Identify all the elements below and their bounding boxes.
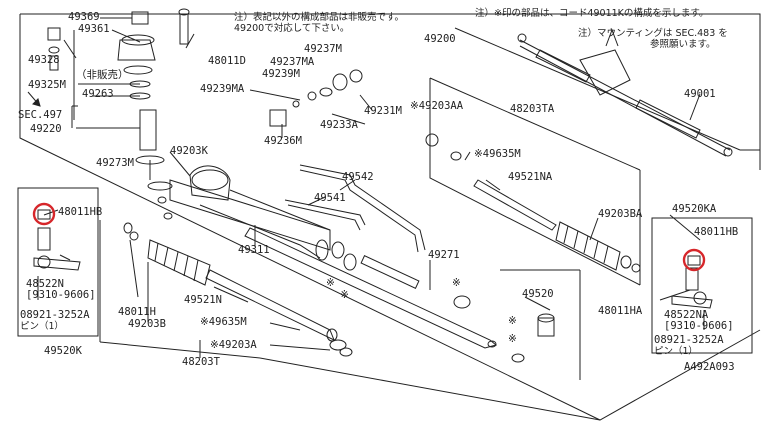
left-boot (147, 239, 211, 286)
label-pin-right: ピン（1） (654, 346, 698, 357)
rack-bar (244, 227, 498, 349)
label-pin-left: ピン（1） (20, 321, 64, 332)
part-label-48011hb-right[interactable]: 48011HB (694, 226, 739, 238)
rack-housing (169, 165, 331, 261)
part-label-49237m[interactable]: 49237M (304, 43, 342, 55)
part-label-49521n[interactable]: 49521N (184, 294, 222, 306)
main-assembly-frame (19, 14, 761, 421)
part-label-49361[interactable]: 49361 (78, 23, 110, 35)
highlight-circles (32, 202, 706, 272)
part-label-49328[interactable]: 49328 (28, 54, 60, 66)
part-label-49203a[interactable]: ※49203A (210, 339, 257, 351)
part-label-48522na[interactable]: 48522NA (664, 309, 709, 321)
tie-rod-frame-right (429, 78, 641, 286)
right-tie-rod-end (671, 267, 713, 330)
section-link-497[interactable]: SEC.497 (18, 109, 63, 121)
part-label-49541[interactable]: 49541 (314, 192, 346, 204)
part-label-48011ha[interactable]: 48011HA (598, 305, 643, 317)
part-label-49263[interactable]: 49263 (82, 88, 114, 100)
left-nut-highlight (32, 202, 56, 226)
label-hihanbai: （非販売） (76, 69, 129, 81)
part-label-49635m-right[interactable]: ※49635M (474, 148, 521, 160)
part-label-49239m[interactable]: 49239M (262, 68, 300, 80)
part-label-49200[interactable]: 49200 (424, 33, 456, 45)
left-tie-rod-box (17, 187, 99, 337)
part-label-49237ma[interactable]: 49237MA (270, 56, 315, 68)
diagram-id: A492A093 (684, 361, 735, 373)
part-label-49001[interactable]: 49001 (684, 88, 716, 100)
part-label-49233a[interactable]: 49233A (320, 119, 358, 131)
asterisk-marker: ※ (326, 277, 335, 289)
part-label-49203k[interactable]: 49203K (170, 145, 208, 157)
part-label-48011hb-left[interactable]: 48011HB (58, 206, 103, 218)
note-mounting-line1: 注）マウンティングは SEC.483 を (578, 28, 728, 39)
note-asterisk: 注）※印の部品は、コード49011Kの構成を示します。 (475, 8, 709, 19)
left-tie-rod-end (33, 227, 81, 300)
hydraulic-lines (284, 164, 426, 253)
part-label-49203b[interactable]: 49203B (128, 318, 166, 330)
part-label-48203t[interactable]: 48203T (182, 356, 220, 368)
part-label-49635m-left[interactable]: ※49635M (200, 316, 247, 328)
right-nut-highlight (682, 248, 706, 272)
label-date-right: [9310-9606] (664, 320, 734, 332)
part-label-48522n[interactable]: 48522N (26, 278, 64, 290)
part-label-49236m[interactable]: 49236M (264, 135, 302, 147)
part-label-49203ba[interactable]: 49203BA (598, 208, 643, 220)
note-mounting-line2: 参照願います。 (650, 39, 716, 50)
part-label-49273m[interactable]: 49273M (96, 157, 134, 169)
left-inner-tie-rod (123, 222, 353, 357)
part-label-49521na[interactable]: 49521NA (508, 171, 553, 183)
complete-rack-assembly (517, 28, 733, 157)
asterisk-marker: ※ (452, 277, 461, 289)
part-label-49520[interactable]: 49520 (522, 288, 554, 300)
part-label-49520k[interactable]: 49520K (44, 345, 82, 357)
seal-parts (269, 69, 363, 127)
part-label-48203ta[interactable]: 48203TA (510, 103, 555, 115)
part-label-49369[interactable]: 49369 (68, 11, 100, 23)
right-tie-rod-box (651, 217, 753, 354)
part-label-48011d[interactable]: 48011D (208, 55, 246, 67)
asterisk-marker: ※ (340, 289, 349, 301)
part-label-49311[interactable]: 49311 (238, 244, 270, 256)
gear-box-frame (455, 13, 761, 170)
asterisk-marker: ※ (508, 333, 517, 345)
part-label-49520ka[interactable]: 49520KA (672, 203, 717, 215)
note-non-sale-line1: 注）表記以外の構成部品は非販売です。 (234, 12, 405, 23)
part-label-49542[interactable]: 49542 (342, 171, 374, 183)
label-date-left: [9310-9606] (26, 289, 96, 301)
part-label-08921-left[interactable]: 08921-3252A (20, 309, 90, 321)
part-label-48011h[interactable]: 48011H (118, 306, 156, 318)
part-label-08921-right[interactable]: 08921-3252A (654, 334, 724, 346)
part-label-49325m[interactable]: 49325M (28, 79, 66, 91)
part-label-49231m[interactable]: 49231M (364, 105, 402, 117)
part-label-49203aa[interactable]: ※49203AA (410, 100, 464, 112)
part-label-49220[interactable]: 49220 (30, 123, 62, 135)
right-rack-parts (331, 241, 555, 363)
pinion-valve (47, 8, 190, 220)
note-non-sale-line2: 49200で対応して下さい。 (234, 23, 350, 34)
asterisk-marker: ※ (508, 315, 517, 327)
part-label-49239ma[interactable]: 49239MA (200, 83, 245, 95)
right-boot (425, 133, 641, 273)
part-label-49271[interactable]: 49271 (428, 249, 460, 261)
